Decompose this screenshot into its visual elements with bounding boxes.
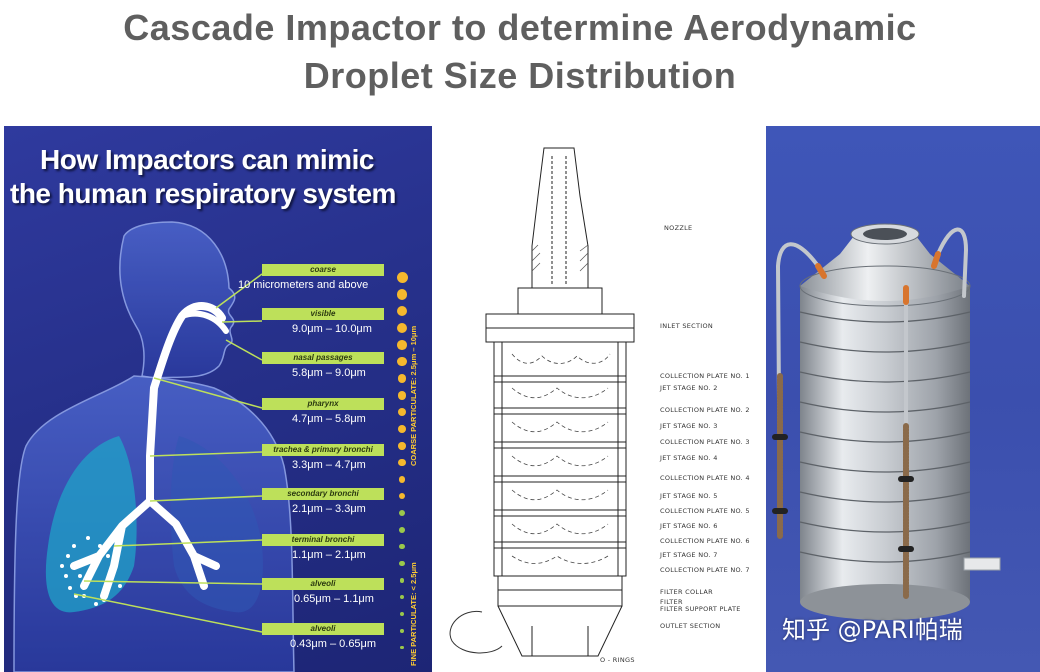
impactor-cross-section-diagram: NOZZLE INLET SECTION COLLECTION PLATE NO. … xyxy=(432,126,766,672)
particle-dot xyxy=(400,612,404,616)
particle-dot xyxy=(399,595,405,600)
region-value-terminal-bronchi: 1.1μm – 2.1μm xyxy=(292,549,366,561)
stage-rings xyxy=(799,311,971,563)
inlet-cone xyxy=(800,236,970,301)
diagram-label: OUTLET SECTION xyxy=(660,622,721,630)
diagram-label: JET STAGE NO. 6 xyxy=(660,522,718,530)
region-value-alveoli-2: 0.43μm – 0.65μm xyxy=(290,638,377,650)
region-value-alveoli-1: 0.65μm – 1.1μm xyxy=(294,593,374,605)
impactor-cylinder-illustration xyxy=(772,223,1001,620)
region-value-coarse: 10 micrometers and above xyxy=(238,279,369,291)
region-value-nasal-passages: 5.8μm – 9.0μm xyxy=(292,367,366,379)
headline-line-2: the human respiratory system xyxy=(10,178,396,209)
particle-dot xyxy=(400,629,404,633)
particle-dot xyxy=(398,476,406,483)
diagram-label: JET STAGE NO. 3 xyxy=(660,422,718,430)
filter-collar xyxy=(497,575,623,607)
region-tag-alveoli-1: alveoli xyxy=(262,578,384,590)
diagram-label: FILTER SUPPORT PLATE xyxy=(660,605,741,613)
particle-dot xyxy=(397,357,407,367)
particle-dot xyxy=(397,374,407,383)
nozzle-shape xyxy=(531,147,589,289)
region-value-secondary-bronchi: 2.1μm – 3.3μm xyxy=(292,503,366,515)
diagram-label: JET STAGE NO. 7 xyxy=(660,551,718,559)
region-tag-coarse: coarse xyxy=(262,264,384,276)
diagram-label: JET STAGE NO. 4 xyxy=(660,454,718,462)
particle-dot xyxy=(397,340,407,350)
particle-dot xyxy=(396,289,408,300)
region-tag-terminal-bronchi: terminal bronchi xyxy=(262,534,384,546)
particle-dot xyxy=(399,561,405,567)
particle-dot xyxy=(398,493,406,500)
region-tag-pharynx: pharynx xyxy=(262,398,384,410)
coarse-particulate-axis-label: COARSE PARTICULATE: 2.5μm – 10μm xyxy=(409,325,418,466)
region-tag-visible: visible xyxy=(262,308,384,320)
particle-dot xyxy=(398,425,406,433)
air-flow-paths xyxy=(511,353,611,564)
particle-dot xyxy=(397,408,407,417)
region-tag-trachea: trachea & primary bronchi xyxy=(262,444,384,456)
diagram-label: FILTER xyxy=(660,598,683,606)
fine-particulate-axis-label: FINE PARTICULATE: < 2.5μm xyxy=(409,562,418,666)
particle-dot xyxy=(399,578,405,583)
title-line-2: Droplet Size Distribution xyxy=(303,55,737,96)
stage-plates xyxy=(494,375,626,549)
watermark: 知乎 @PARI帕瑞 xyxy=(782,616,963,644)
alveoli-dots xyxy=(60,536,122,606)
outlet-spigot xyxy=(963,557,1001,571)
region-tag-secondary-bronchi: secondary bronchi xyxy=(262,488,384,500)
particle-dot xyxy=(397,391,407,400)
particle-dot xyxy=(400,646,404,650)
particle-dot xyxy=(399,527,405,533)
particle-dot xyxy=(398,510,406,517)
diagram-label: COLLECTION PLATE NO. 3 xyxy=(660,438,750,446)
tube-clips xyxy=(772,434,914,552)
diagram-label: COLLECTION PLATE NO. 6 xyxy=(660,537,750,545)
region-value-trachea: 3.3μm – 4.7μm xyxy=(292,459,366,471)
diagram-label: COLLECTION PLATE NO. 2 xyxy=(660,406,750,414)
region-value-visible: 9.0μm – 10.0μm xyxy=(292,323,372,335)
diagram-label: FILTER COLLAR xyxy=(660,588,713,596)
headline-line-1: How Impactors can mimic xyxy=(40,144,374,175)
particle-dot xyxy=(396,306,408,317)
title-line-1: Cascade Impactor to determine Aerodynami… xyxy=(123,7,917,48)
page-title: Cascade Impactor to determine Aerodynami… xyxy=(0,4,1040,100)
diagram-label: COLLECTION PLATE NO. 5 xyxy=(660,507,750,515)
diagram-label: COLLECTION PLATE NO. 7 xyxy=(660,566,750,574)
particle-dot xyxy=(399,544,405,550)
particle-dot xyxy=(396,272,408,283)
respiratory-system-infographic: How Impactors can mimic the human respir… xyxy=(4,126,432,672)
particle-dot xyxy=(397,323,407,333)
stage-stack xyxy=(493,341,627,577)
outlet-section xyxy=(497,605,623,657)
leader-lines xyxy=(73,273,263,633)
diagram-label: JET STAGE NO. 2 xyxy=(660,384,718,392)
particle-dot xyxy=(398,442,406,450)
region-tag-alveoli-2: alveoli xyxy=(262,623,384,635)
right-lung xyxy=(170,436,263,613)
diagram-label: COLLECTION PLATE NO. 1 xyxy=(660,372,750,380)
impactor-line-drawing xyxy=(449,147,635,657)
diagram-label: INLET SECTION xyxy=(660,322,714,330)
region-tag-nasal-passages: nasal passages xyxy=(262,352,384,364)
diagram-label: NOZZLE xyxy=(664,224,693,232)
human-silhouette-illustration xyxy=(13,221,295,672)
head-silhouette xyxy=(119,221,236,379)
o-rings-label: O - RINGS xyxy=(600,656,635,664)
diagram-label: JET STAGE NO. 5 xyxy=(660,492,718,500)
diagram-label: COLLECTION PLATE NO. 4 xyxy=(660,474,750,482)
impactor-photo xyxy=(766,126,1040,672)
particle-dot xyxy=(398,459,406,467)
cylinder-body xyxy=(800,286,970,602)
region-value-pharynx: 4.7μm – 5.8μm xyxy=(292,413,366,425)
